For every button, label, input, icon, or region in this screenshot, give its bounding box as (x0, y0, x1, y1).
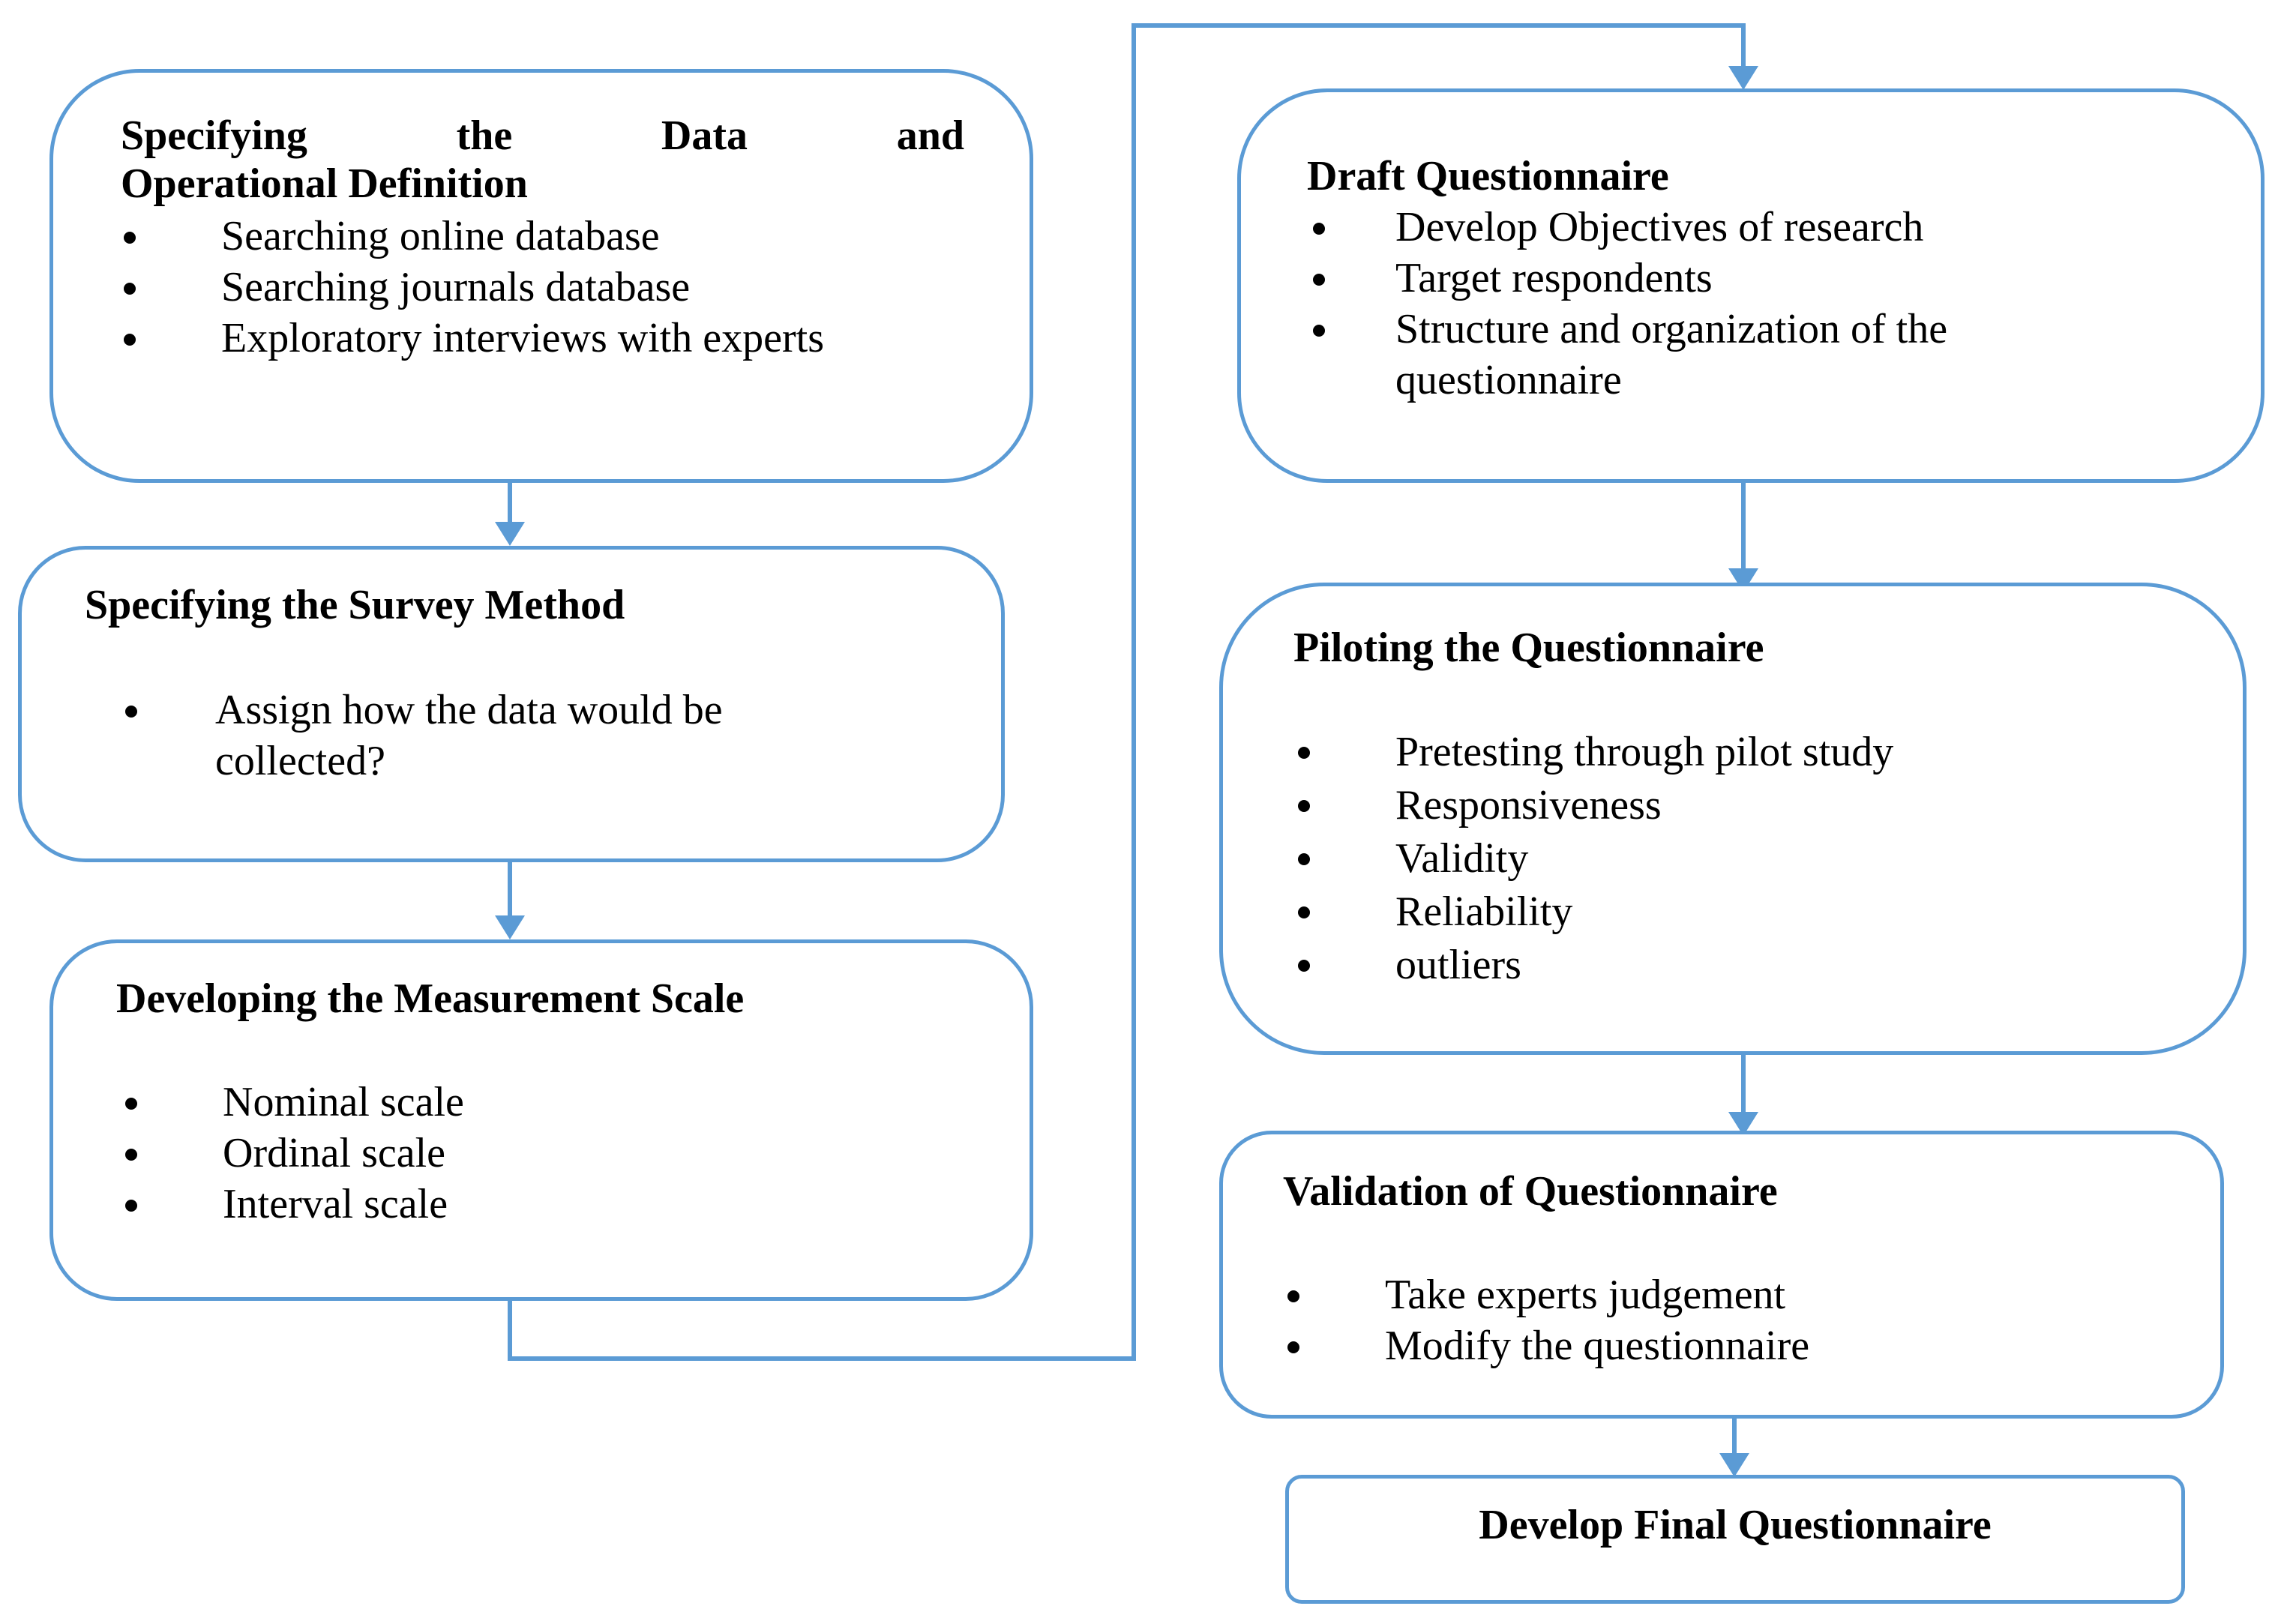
list-item: Structure and organization of the questi… (1313, 304, 2183, 406)
list-item: Responsiveness (1298, 779, 2123, 832)
step-validation-title: Validation of Questionnaire (1283, 1168, 1778, 1215)
title-word: the (456, 112, 513, 159)
step-measurement-scale-list: Nominal scale Ordinal scale Interval sca… (125, 1077, 875, 1230)
step-measurement-scale-title: Developing the Measurement Scale (116, 975, 745, 1022)
title-word: Specifying (121, 112, 307, 159)
step-validation-list: Take experts judgement Modify the questi… (1287, 1269, 2112, 1371)
arrowhead-3 (495, 915, 525, 939)
step-piloting-title: Piloting the Questionnaire (1293, 625, 1764, 671)
step-survey-method-box: Specifying the Survey Method Assign how … (18, 546, 1005, 862)
step-survey-method-list: Assign how the data would be collected? (125, 685, 875, 787)
list-item: Modify the questionnaire (1287, 1320, 2112, 1371)
step-final-title: Develop Final Questionnaire (1479, 1502, 1992, 1548)
list-item: Target respondents (1313, 253, 2183, 304)
arrowhead-7 (1719, 1453, 1749, 1477)
list-item: Pretesting through pilot study (1298, 726, 2123, 779)
step-draft-questionnaire-list: Develop Objectives of research Target re… (1313, 202, 2183, 406)
arrowhead-6 (1728, 1112, 1758, 1136)
step-validation-box: Validation of Questionnaire Take experts… (1219, 1131, 2224, 1419)
list-item: Exploratory interviews with experts (124, 313, 836, 364)
list-item: Take experts judgement (1287, 1269, 2112, 1320)
arrowhead-4 (1728, 66, 1758, 90)
list-item: Reliability (1298, 885, 2123, 939)
arrowhead-2 (495, 522, 525, 546)
title-word: Data (661, 112, 748, 159)
list-item: Interval scale (125, 1179, 875, 1230)
list-item: Nominal scale (125, 1077, 875, 1128)
step-data-definition-title-line2: Operational Definition (121, 160, 528, 207)
list-item: Searching online database (124, 211, 934, 262)
step-draft-questionnaire-box: Draft Questionnaire Develop Objectives o… (1237, 88, 2265, 483)
step-data-definition-list: Searching online database Searching jour… (124, 211, 934, 364)
list-item: Validity (1298, 832, 2123, 885)
connector-3-4 (508, 23, 1746, 1361)
list-item: Searching journals database (124, 262, 934, 313)
list-item: outliers (1298, 939, 2123, 992)
step-final-box: Develop Final Questionnaire (1285, 1475, 2185, 1604)
list-item: Assign how the data would be collected? (125, 685, 875, 787)
step-piloting-box: Piloting the Questionnaire Pretesting th… (1219, 583, 2247, 1055)
step-data-definition-box: Specifying the Data and Operational Defi… (49, 69, 1033, 483)
step-survey-method-title: Specifying the Survey Method (85, 582, 625, 628)
step-piloting-list: Pretesting through pilot study Responsiv… (1298, 726, 2123, 992)
arrowhead-5 (1728, 568, 1758, 592)
step-draft-questionnaire-title: Draft Questionnaire (1307, 153, 1669, 199)
step-data-definition-title: Specifying the Data and (121, 112, 964, 160)
list-item: Develop Objectives of research (1313, 202, 2183, 253)
list-item: Ordinal scale (125, 1128, 875, 1179)
step-measurement-scale-box: Developing the Measurement Scale Nominal… (49, 939, 1033, 1301)
title-word: and (896, 112, 964, 159)
